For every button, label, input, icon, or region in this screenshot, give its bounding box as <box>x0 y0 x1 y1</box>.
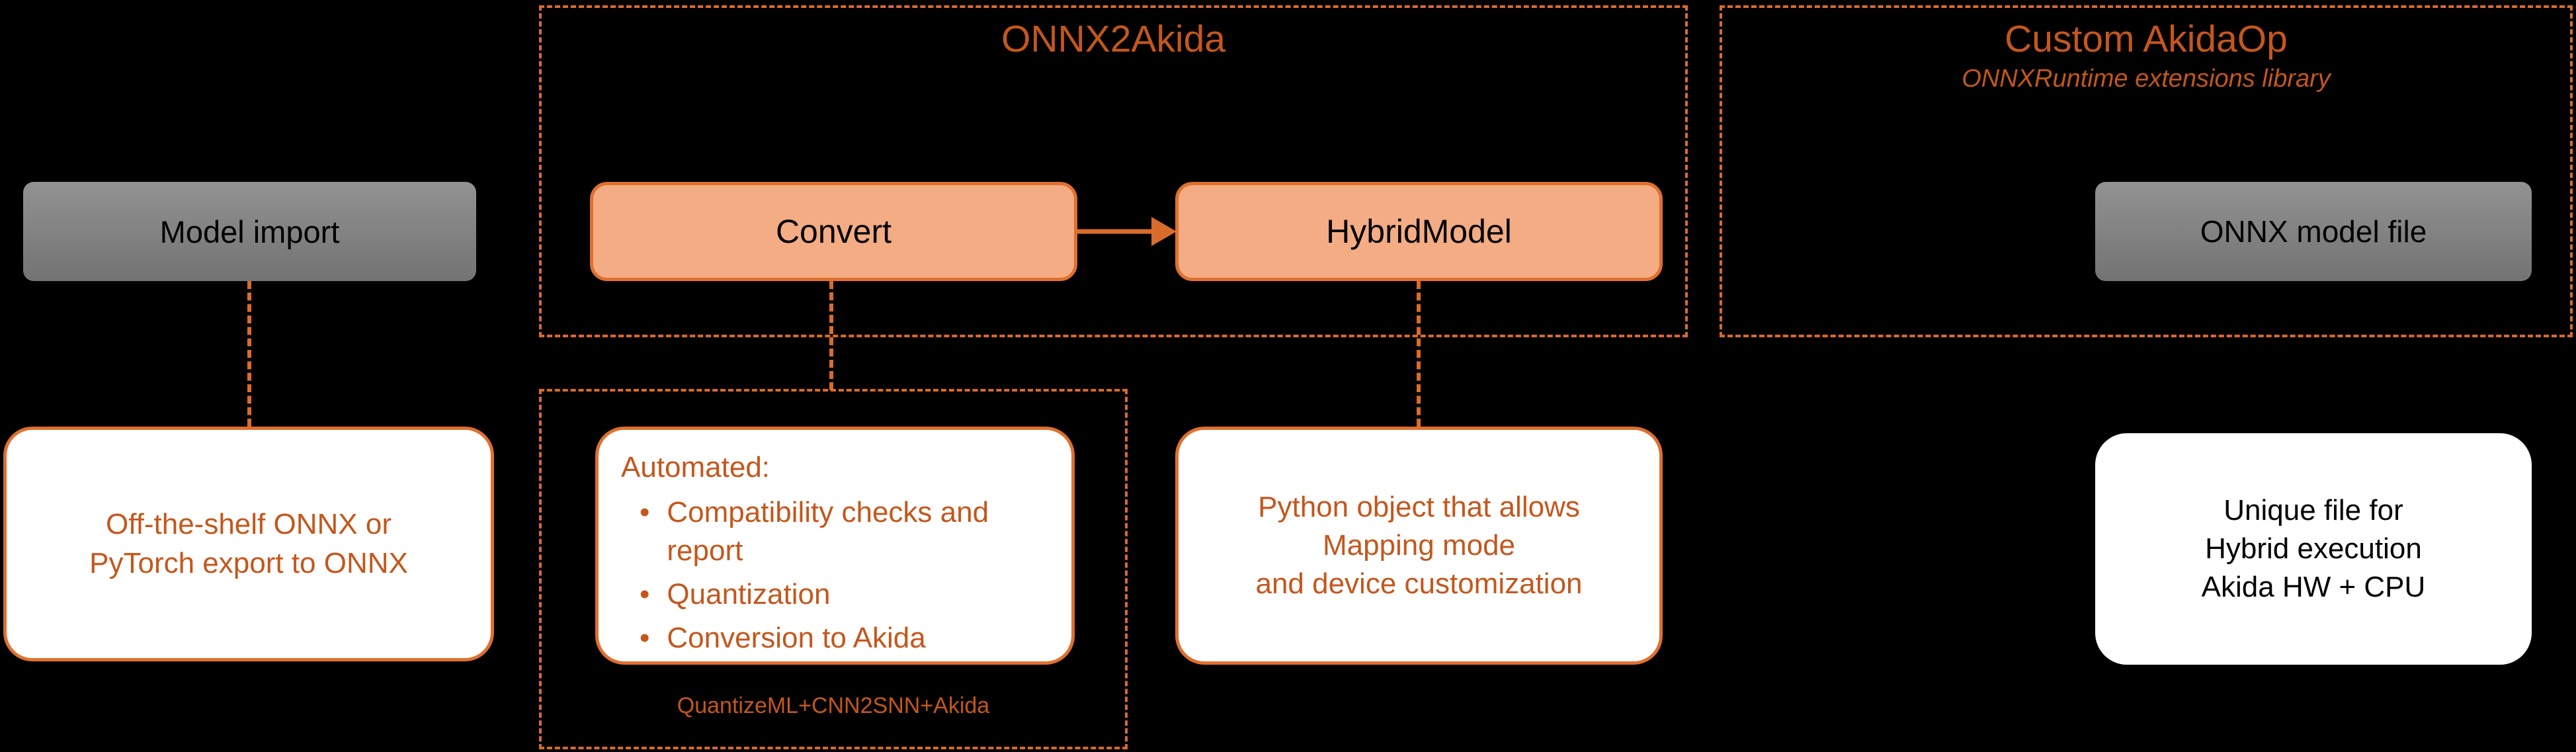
bullet-icon <box>640 493 649 570</box>
onnx-model-file-box: ONNX model file <box>2095 182 2532 281</box>
convert-to-hybridmodel-arrow-icon <box>1077 217 1177 246</box>
bullet-label: Conversion to Akida <box>667 622 926 655</box>
model-import-desc: Off-the-shelf ONNX or PyTorch export to … <box>89 508 408 579</box>
model-import-box: Model import <box>23 182 476 281</box>
bullet-label: Quantization <box>667 578 831 611</box>
custom-akidaop-group: Custom AkidaOp ONNXRuntime extensions li… <box>1720 5 2573 337</box>
hybridmodel-desc-box: Python object that allows Mapping mode a… <box>1175 427 1663 665</box>
automated-bullet-list: Compatibility checks and report Quantiza… <box>621 493 1049 657</box>
custom-akidaop-title: Custom AkidaOp <box>2005 18 2288 60</box>
model-import-label: Model import <box>159 214 340 249</box>
bullet-icon <box>640 575 649 614</box>
unique-file-box: Unique file for Hybrid execution Akida H… <box>2095 433 2532 665</box>
bullet-item: Conversion to Akida <box>640 619 1049 657</box>
model-import-desc-box: Off-the-shelf ONNX or PyTorch export to … <box>3 427 494 661</box>
automated-box: Automated: Compatibility checks and repo… <box>595 427 1075 665</box>
hybridmodel-connector <box>1417 281 1421 427</box>
onnx2akida-title: ONNX2Akida <box>1001 18 1226 60</box>
onnx-model-file-label: ONNX model file <box>2200 214 2427 249</box>
bullet-item: Compatibility checks and report <box>640 493 1049 570</box>
hybridmodel-desc: Python object that allows Mapping mode a… <box>1255 490 1583 601</box>
automated-caption: QuantizeML+CNN2SNN+Akida <box>677 693 990 718</box>
bullet-icon <box>640 619 649 657</box>
automated-heading: Automated: <box>621 451 770 483</box>
unique-file-desc: Unique file for Hybrid execution Akida H… <box>2201 493 2426 604</box>
hybridmodel-box: HybridModel <box>1175 182 1663 281</box>
bullet-item: Quantization <box>640 575 1049 614</box>
automated-group <box>539 389 1128 749</box>
hybridmodel-label: HybridModel <box>1326 213 1512 250</box>
bullet-label: Compatibility checks and report <box>667 496 989 567</box>
convert-connector <box>829 281 833 390</box>
onnx2akida-group: ONNX2Akida <box>539 5 1688 337</box>
model-import-connector <box>247 281 251 427</box>
convert-box: Convert <box>590 182 1077 281</box>
convert-label: Convert <box>775 213 892 250</box>
custom-akidaop-subtitle: ONNXRuntime extensions library <box>1962 65 2331 93</box>
